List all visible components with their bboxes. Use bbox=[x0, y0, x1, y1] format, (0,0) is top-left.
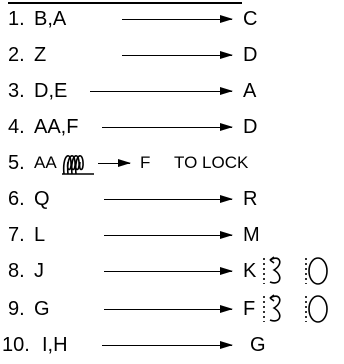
rotation-icons bbox=[263, 256, 328, 285]
step-9: 9. G F bbox=[0, 292, 344, 326]
step-from: I,H bbox=[42, 334, 68, 356]
step-number: 1. bbox=[8, 8, 25, 30]
rotate-cw-icon bbox=[305, 257, 328, 285]
step-from: AA,F bbox=[34, 116, 79, 138]
step-1: 1. B,A C bbox=[0, 2, 344, 36]
connector-line bbox=[98, 159, 131, 167]
step-2: 2. Z D bbox=[0, 38, 344, 72]
step-number: 2. bbox=[8, 44, 25, 66]
step-from: B,A bbox=[34, 8, 67, 30]
step-6: 6. Q R bbox=[0, 182, 344, 216]
step-5: 5. AA F TO LOCK bbox=[0, 146, 344, 180]
step-to: K bbox=[243, 260, 257, 282]
rotation-icons bbox=[263, 294, 328, 323]
arrow-icon bbox=[104, 231, 233, 239]
step-4: 4. AA,F D bbox=[0, 110, 344, 144]
arrow-icon bbox=[104, 267, 233, 275]
step-to: F bbox=[140, 153, 151, 172]
step-number: 4. bbox=[8, 116, 25, 138]
step-from: Q bbox=[34, 188, 50, 210]
step-to: R bbox=[243, 188, 258, 210]
step-to: A bbox=[243, 80, 257, 102]
step-to: D bbox=[243, 44, 258, 66]
rotate-ccw-icon bbox=[263, 256, 281, 284]
step-number: 6. bbox=[8, 188, 25, 210]
step-to: C bbox=[243, 8, 258, 30]
step-3: 3. D,E A bbox=[0, 74, 344, 108]
step-10: 10. I,H G bbox=[0, 328, 344, 362]
step-number: 5. bbox=[8, 152, 25, 174]
step-to: G bbox=[250, 334, 266, 356]
arrow-icon bbox=[104, 195, 233, 203]
coil-spring-icon bbox=[62, 154, 94, 175]
step-from: D,E bbox=[34, 80, 68, 102]
rotate-ccw-icon bbox=[263, 294, 281, 322]
step-to: F bbox=[243, 298, 256, 320]
arrow-icon bbox=[90, 87, 233, 95]
step-7: 7. L M bbox=[0, 218, 344, 252]
step-number: 10. bbox=[2, 334, 30, 356]
arrow-icon bbox=[104, 305, 233, 313]
step-from: AA bbox=[34, 153, 57, 172]
step-from: L bbox=[34, 224, 46, 246]
step-to: M bbox=[243, 224, 260, 246]
step-to: D bbox=[243, 116, 258, 138]
step-note: TO LOCK bbox=[174, 153, 249, 172]
step-number: 8. bbox=[8, 260, 25, 282]
step-number: 7. bbox=[8, 224, 25, 246]
step-from: G bbox=[34, 298, 50, 320]
step-from: Z bbox=[34, 44, 47, 66]
step-number: 3. bbox=[8, 80, 25, 102]
top-rule bbox=[8, 2, 242, 4]
step-number: 9. bbox=[8, 298, 25, 320]
step-8: 8. J K bbox=[0, 254, 344, 288]
step-from: J bbox=[34, 260, 44, 282]
arrow-icon bbox=[122, 15, 233, 23]
arrow-icon bbox=[102, 123, 233, 131]
arrow-icon bbox=[122, 51, 233, 59]
rotate-cw-icon bbox=[305, 295, 328, 323]
arrow-icon bbox=[102, 341, 233, 349]
